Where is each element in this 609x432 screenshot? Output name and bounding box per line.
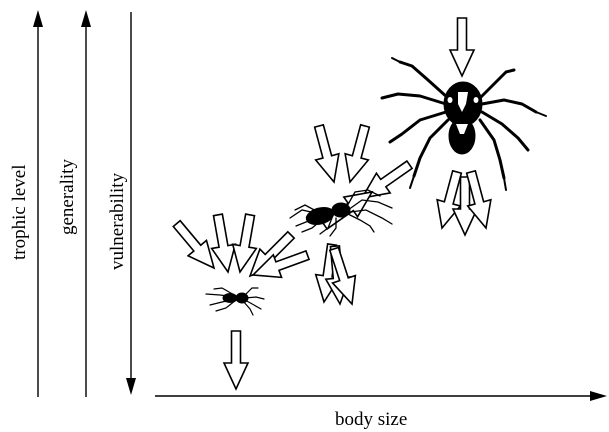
body-size-label: body size [335,409,407,430]
generality-axis [81,10,91,397]
medium-spider-icon [290,190,392,236]
large-spider-incoming-arrow [450,18,474,76]
trophic-level-label: trophic level [9,165,30,261]
trophic-level-axis [33,10,43,397]
body-size-axis [155,391,607,401]
vulnerability-label: vulnerability [107,172,128,270]
small-spider-icon [206,288,264,315]
medium-spider-outgoing-arrows [312,243,363,308]
generality-label: generality [57,159,78,235]
large-spider-outgoing-arrows [430,169,497,235]
small-spider-outgoing-arrow [224,331,248,389]
